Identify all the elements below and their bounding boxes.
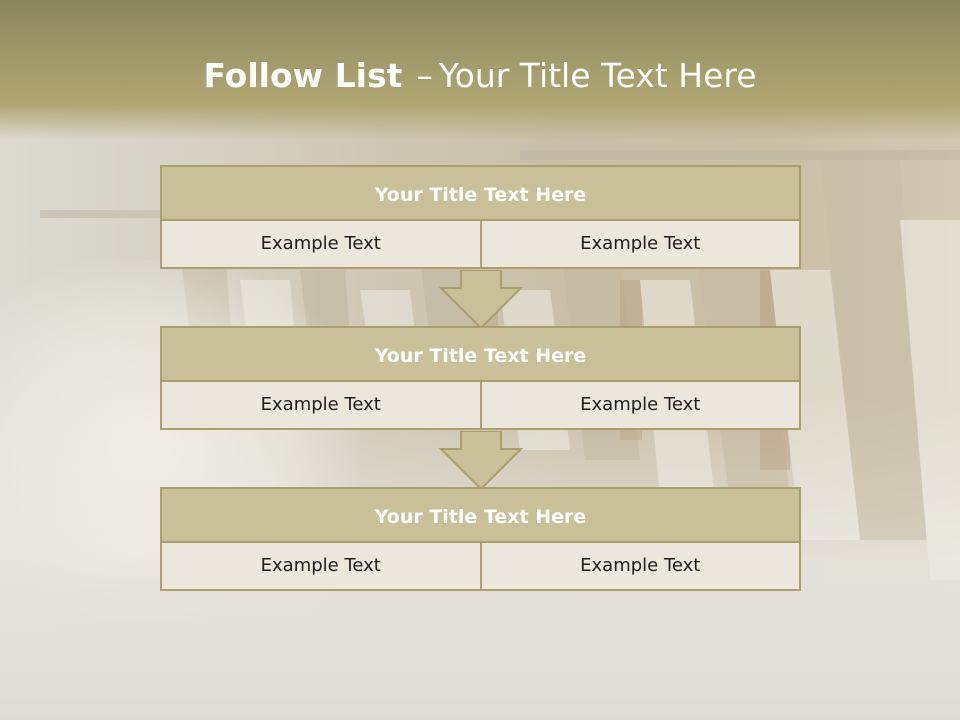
block-row: Example Text Example Text <box>160 380 801 430</box>
list-block-1: Your Title Text Here Example Text Exampl… <box>160 165 801 269</box>
slide-title: Follow List–Your Title Text Here <box>0 52 960 100</box>
down-arrow-icon <box>439 270 523 330</box>
block-row: Example Text Example Text <box>160 219 801 269</box>
block-cell-left: Example Text <box>160 219 482 269</box>
block-cell-left: Example Text <box>160 541 482 591</box>
list-block-3: Your Title Text Here Example Text Exampl… <box>160 487 801 591</box>
block-cell-right: Example Text <box>479 219 801 269</box>
title-rest: Your Title Text Here <box>438 56 757 95</box>
block-cell-left: Example Text <box>160 380 482 430</box>
block-cell-right: Example Text <box>479 380 801 430</box>
block-title: Your Title Text Here <box>160 326 801 382</box>
down-arrow-icon <box>439 431 523 491</box>
list-block-2: Your Title Text Here Example Text Exampl… <box>160 326 801 430</box>
block-row: Example Text Example Text <box>160 541 801 591</box>
title-bold: Follow List <box>203 56 403 95</box>
title-separator: – <box>416 56 433 95</box>
block-title: Your Title Text Here <box>160 165 801 221</box>
header-band <box>0 0 960 140</box>
block-cell-right: Example Text <box>479 541 801 591</box>
block-title: Your Title Text Here <box>160 487 801 543</box>
